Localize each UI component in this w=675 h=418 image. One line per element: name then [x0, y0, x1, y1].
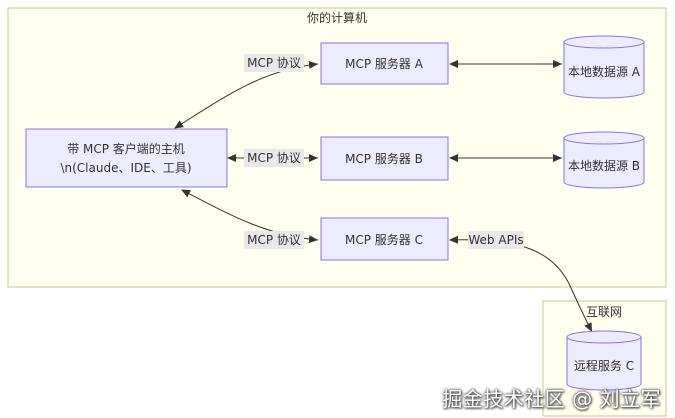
- node-host-title: 带 MCP 客户端的主机: [67, 141, 185, 156]
- node-source-b[interactable]: 本地数据源 B: [563, 131, 645, 189]
- edge-label-web-apis: Web APIs: [468, 231, 524, 249]
- node-source-a[interactable]: 本地数据源 A: [563, 35, 645, 99]
- edge-label-protocol-b: MCP 协议: [244, 149, 304, 167]
- svg-text:本地数据源 A: 本地数据源 A: [568, 64, 641, 79]
- edge-label-protocol-c: MCP 协议: [244, 231, 304, 249]
- edge-label-protocol-a: MCP 协议: [244, 54, 304, 72]
- svg-text:Web APIs: Web APIs: [468, 233, 523, 247]
- cluster-title-computer: 你的计算机: [307, 10, 367, 25]
- watermark: 掘金技术社区 @ 刘立军: [442, 387, 661, 411]
- svg-text:MCP 服务器 C: MCP 服务器 C: [345, 232, 423, 247]
- svg-text:MCP 协议: MCP 协议: [247, 150, 301, 165]
- node-server-a[interactable]: MCP 服务器 A: [320, 42, 449, 85]
- node-server-c[interactable]: MCP 服务器 C: [320, 217, 449, 261]
- svg-text:MCP 协议: MCP 协议: [247, 232, 301, 247]
- svg-text:远程服务 C: 远程服务 C: [574, 358, 634, 373]
- cluster-title-internet: 互联网: [586, 305, 622, 319]
- svg-text:MCP 协议: MCP 协议: [247, 55, 301, 70]
- svg-text:本地数据源 B: 本地数据源 B: [568, 158, 640, 173]
- node-server-b[interactable]: MCP 服务器 B: [320, 136, 449, 181]
- node-remote-c[interactable]: 远程服务 C: [566, 330, 642, 391]
- node-host[interactable]: 带 MCP 客户端的主机 \n(Claude、IDE、工具): [25, 128, 228, 188]
- node-host-subtitle: \n(Claude、IDE、工具): [60, 161, 191, 175]
- svg-text:MCP 服务器 A: MCP 服务器 A: [345, 56, 424, 71]
- svg-text:MCP 服务器 B: MCP 服务器 B: [345, 151, 423, 166]
